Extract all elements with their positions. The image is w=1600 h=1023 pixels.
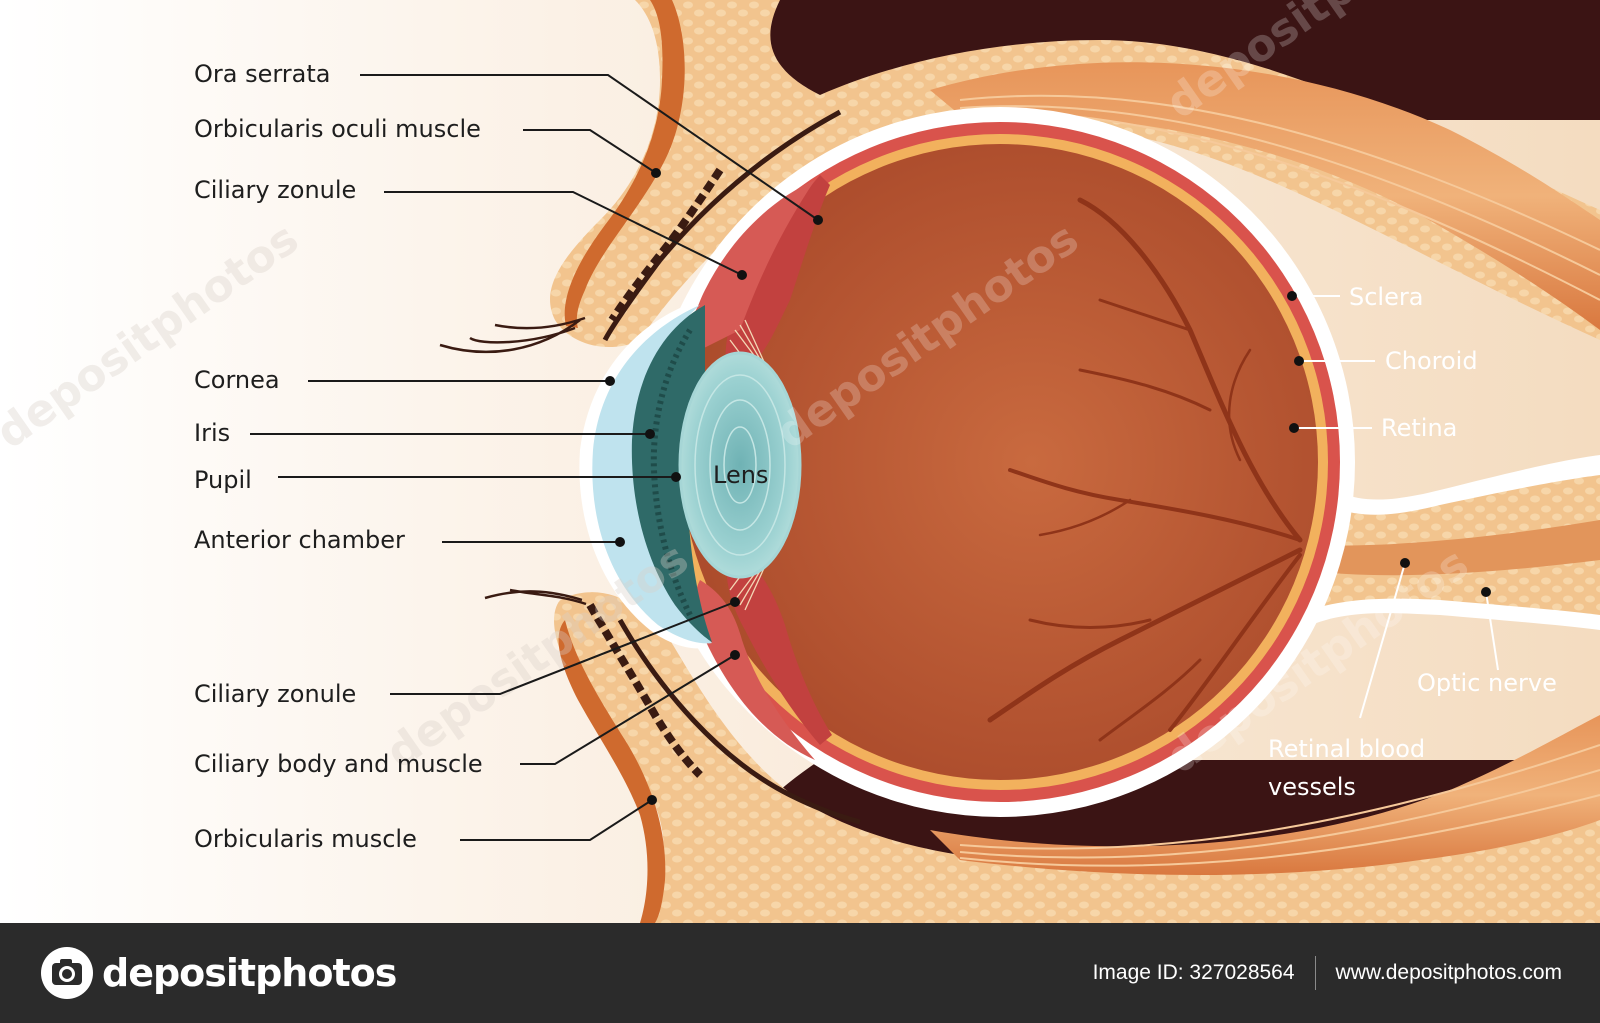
lower-orbicularis-fibers	[586, 603, 703, 778]
leader-lines-right	[1287, 291, 1499, 719]
footer-bar: depositphotos Image ID: 327028564 www.de…	[0, 923, 1600, 1023]
anterior-uvea	[693, 180, 815, 350]
iris-texture	[650, 328, 693, 617]
lens-shape	[678, 351, 802, 579]
footer-divider	[1314, 956, 1316, 990]
image-id: Image ID: 327028564	[1092, 961, 1295, 984]
dot-iris	[645, 429, 655, 439]
camera-icon	[41, 947, 93, 999]
ciliary-body-lower	[726, 545, 832, 745]
label-retinal-vessels-line2: vessels	[1268, 773, 1356, 801]
brand-logo[interactable]: depositphotos	[40, 946, 397, 1000]
leader-ciliary-zonule-bottom	[390, 601, 736, 695]
dot-choroid	[1294, 356, 1304, 366]
dot-sclera	[1287, 291, 1297, 301]
label-cornea: Cornea	[194, 366, 280, 394]
label-anterior-chamber: Anterior chamber	[194, 526, 405, 554]
dot-retinal-vessels	[1400, 558, 1410, 568]
dot-ora-serrata	[813, 215, 823, 225]
eye-anatomy-diagram: depositphotos depositphotos depositphoto…	[0, 0, 1600, 923]
lens-ring-3	[723, 426, 757, 504]
leader-optic-nerve	[1485, 591, 1499, 671]
retinal-vessels	[987, 197, 1303, 742]
label-pupil: Pupil	[194, 466, 252, 494]
label-ciliary-zonule-bottom: Ciliary zonule	[194, 680, 356, 708]
dot-orbicularis-oculi	[651, 168, 661, 178]
ciliary-body	[725, 175, 830, 380]
dot-anterior-chamber	[615, 537, 625, 547]
label-sclera: Sclera	[1349, 283, 1423, 311]
leader-orbicularis-oculi	[523, 129, 657, 174]
label-ora-serrata: Ora serrata	[194, 60, 331, 88]
label-retina: Retina	[1381, 414, 1457, 442]
lens-ring-2	[709, 399, 771, 531]
dot-pupil	[671, 472, 681, 482]
superior-rectus-muscle	[930, 62, 1600, 330]
label-choroid: Choroid	[1385, 347, 1478, 375]
lens-ring-1	[694, 374, 786, 556]
dot-optic-nerve	[1481, 587, 1491, 597]
upper-eyelid-rim	[602, 109, 842, 342]
leader-ciliary-body	[520, 654, 736, 765]
label-orbicularis-oculi: Orbicularis oculi muscle	[194, 115, 481, 143]
label-optic-nerve: Optic nerve	[1417, 669, 1557, 697]
label-orbicularis-muscle: Orbicularis muscle	[194, 825, 417, 853]
dot-retina	[1289, 423, 1299, 433]
dot-ciliary-zonule-bottom	[730, 597, 740, 607]
cornea-inner	[592, 305, 712, 644]
leader-ciliary-zonule-top	[384, 191, 743, 276]
lower-eyelid-rim	[617, 618, 861, 825]
dot-ciliary-zonule-top	[737, 270, 747, 280]
inferior-rectus-muscle	[930, 715, 1600, 875]
label-retinal-vessels-line1: Retinal blood	[1268, 735, 1425, 763]
lower-eyelashes	[484, 588, 587, 606]
dot-ciliary-body	[730, 650, 740, 660]
label-ciliary-zonule-top: Ciliary zonule	[194, 176, 356, 204]
footer-info: Image ID: 327028564 www.depositphotos.co…	[1093, 956, 1562, 990]
site-url-link[interactable]: www.depositphotos.com	[1335, 961, 1562, 984]
upper-eyelashes	[439, 316, 586, 354]
leader-retinal-vessels	[1359, 562, 1406, 719]
leader-lines-left	[250, 74, 823, 841]
lower-eyelid-skin	[558, 620, 666, 923]
label-ciliary-body: Ciliary body and muscle	[194, 750, 483, 778]
iris-shape	[631, 305, 712, 642]
leader-orbicularis-muscle	[460, 799, 653, 841]
label-iris: Iris	[194, 419, 230, 447]
optic-nerve-core	[1300, 520, 1600, 576]
leader-ora-serrata	[360, 74, 819, 221]
anterior-uvea-lower	[694, 580, 815, 760]
lower-eyelid-tissue	[554, 592, 1600, 923]
dot-cornea	[605, 376, 615, 386]
upper-eyelid-skin	[564, 0, 685, 328]
label-lens: Lens	[713, 461, 768, 489]
inferior-rectus-fibers	[959, 744, 1600, 867]
dot-orbicularis-muscle	[647, 795, 657, 805]
brand-name: depositphotos	[102, 951, 397, 995]
